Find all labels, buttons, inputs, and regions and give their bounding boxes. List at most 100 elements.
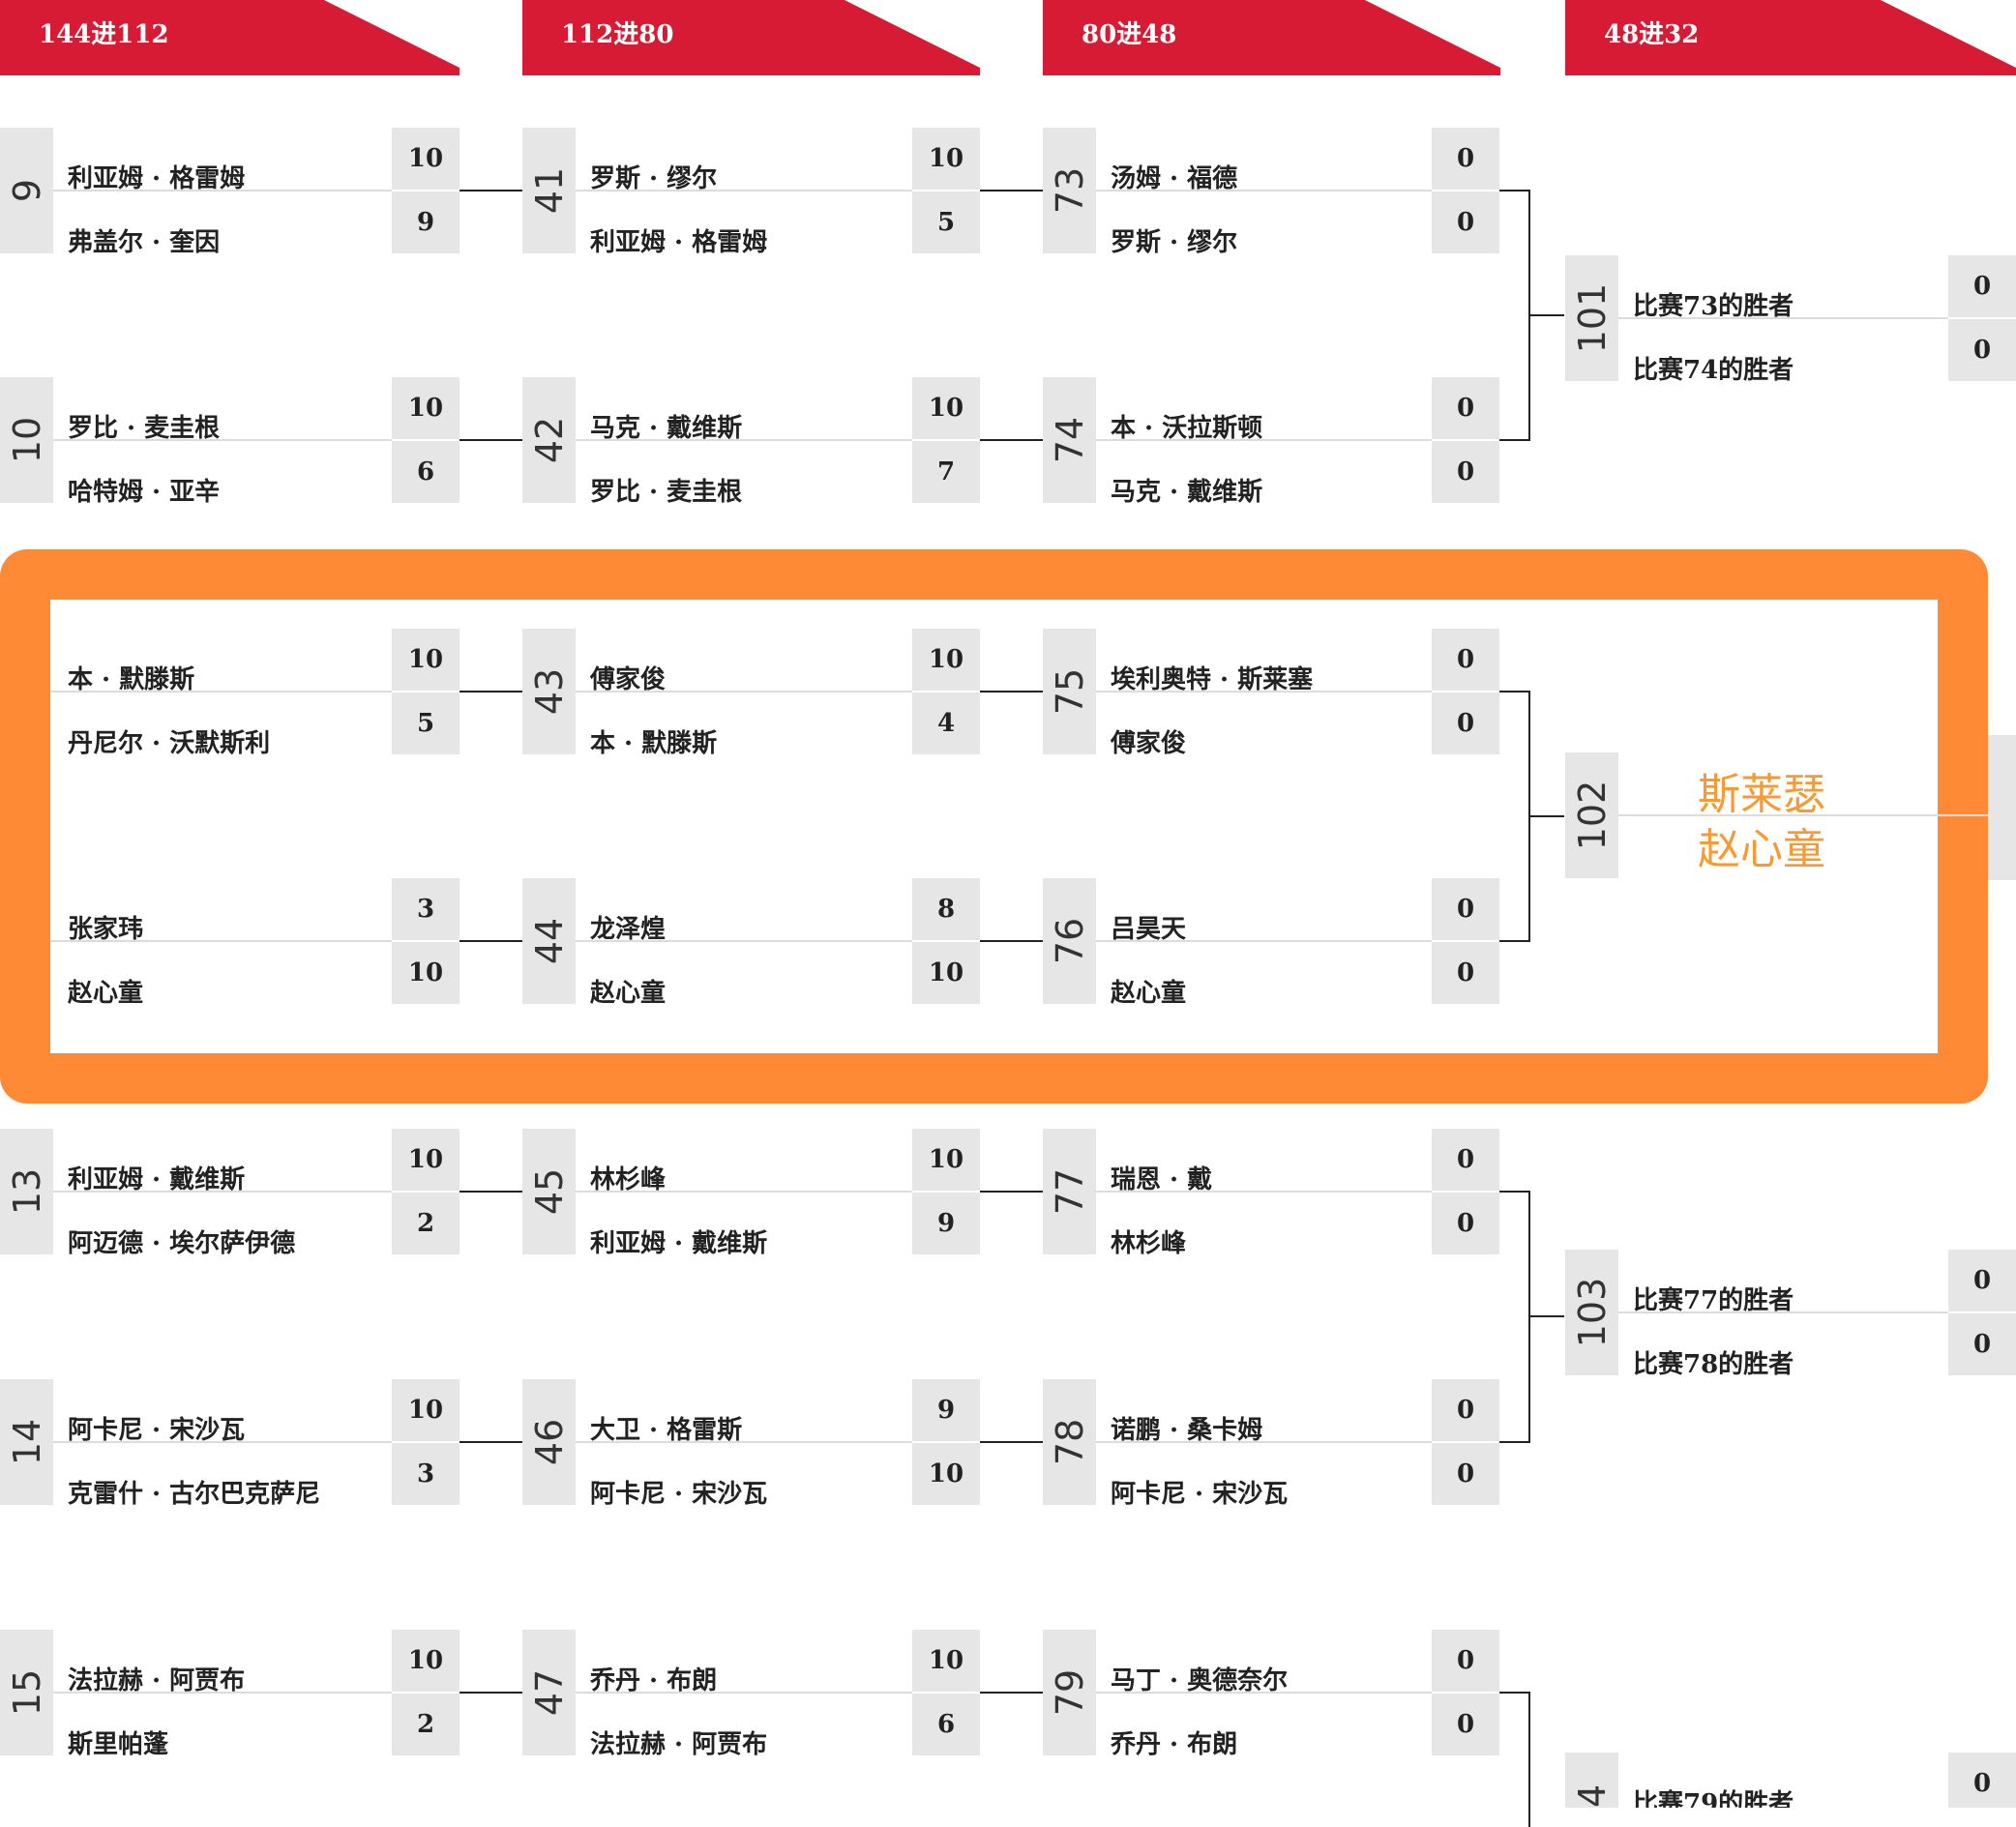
match-45[interactable]: 45 林杉峰 利亚姆 · 戴维斯 10 9 [522, 1129, 980, 1258]
connector-line [460, 1191, 522, 1193]
round-header-2: 112进80 [522, 0, 980, 75]
score-box-edge [1988, 735, 2016, 880]
player-name: 丹尼尔 · 沃默斯利 [68, 729, 271, 758]
predicted-winner-1: 斯莱瑟 [1698, 770, 1825, 819]
player-name: 哈特姆 · 亚辛 [68, 478, 221, 507]
round-label: 48进32 [1604, 20, 1700, 49]
connector-line [460, 1692, 522, 1694]
highlight-frame [0, 549, 1988, 1104]
player-name: 林杉峰 [1111, 1229, 1187, 1258]
player-name: 吕昊天 [1111, 915, 1187, 944]
score: 10 [912, 377, 980, 439]
round-label: 80进48 [1082, 20, 1177, 49]
match-number: 78 [1043, 1379, 1096, 1505]
match-44[interactable]: 44 龙泽煌 赵心童 8 10 [522, 878, 980, 1008]
score: 9 [912, 1193, 980, 1254]
match-76[interactable]: 76 吕昊天 赵心童 0 0 [1043, 878, 1499, 1008]
match-14[interactable]: 14 阿卡尼 · 宋沙瓦 克雷什 · 古尔巴克萨尼 10 3 [0, 1379, 460, 1509]
score: 5 [912, 192, 980, 253]
connector-line [1530, 1315, 1564, 1317]
match-78[interactable]: 78 诺鹏 · 桑卡姆 阿卡尼 · 宋沙瓦 0 0 [1043, 1379, 1499, 1509]
player-name: 利亚姆 · 戴维斯 [590, 1229, 768, 1258]
match-41[interactable]: 41 罗斯 · 缪尔 利亚姆 · 格雷姆 10 5 [522, 128, 980, 257]
connector-line [980, 1692, 1043, 1694]
match-number: 13 [0, 1129, 53, 1254]
match-number: 75 [1043, 629, 1096, 754]
round-label: 144进112 [39, 20, 169, 49]
score: 6 [912, 1694, 980, 1755]
player-name: 阿卡尼 · 宋沙瓦 [1111, 1480, 1289, 1509]
match-number: 41 [522, 128, 576, 253]
score: 7 [912, 441, 980, 503]
match-47[interactable]: 47 乔丹 · 布朗 法拉赫 · 阿贾布 10 6 [522, 1630, 980, 1759]
connector-line [980, 1191, 1043, 1193]
round-header-1: 144进112 [0, 0, 460, 75]
player-name: 诺鹏 · 桑卡姆 [1111, 1416, 1263, 1445]
score: 0 [1432, 1443, 1499, 1505]
match-number: 46 [522, 1379, 576, 1505]
score: 0 [1432, 629, 1499, 691]
connector-line [980, 190, 1043, 192]
score: 10 [912, 629, 980, 691]
player-name: 法拉赫 · 阿贾布 [590, 1730, 768, 1759]
match-79[interactable]: 79 马丁 · 奥德奈尔 乔丹 · 布朗 0 0 [1043, 1630, 1499, 1759]
connector-line [460, 190, 522, 192]
match-13[interactable]: 13 利亚姆 · 戴维斯 阿迈德 · 埃尔萨伊德 10 2 [0, 1129, 460, 1258]
match-74[interactable]: 74 本 · 沃拉斯顿 马克 · 戴维斯 0 0 [1043, 377, 1499, 507]
score: 10 [912, 942, 980, 1004]
match-104[interactable]: 04 比赛79的胜者 0 [1565, 1753, 2016, 1808]
match-number: 76 [1043, 878, 1096, 1004]
match-46[interactable]: 46 大卫 · 格雷斯 阿卡尼 · 宋沙瓦 9 10 [522, 1379, 980, 1509]
match-73[interactable]: 73 汤姆 · 福德 罗斯 · 缪尔 0 0 [1043, 128, 1499, 257]
player-name: 罗比 · 麦圭根 [590, 478, 743, 507]
match-101[interactable]: 101 比赛73的胜者 比赛74的胜者 0 0 [1565, 255, 2016, 385]
score: 10 [392, 128, 460, 190]
connector-line [980, 940, 1043, 942]
round-header-4: 48进32 [1565, 0, 2016, 75]
connector-line [460, 439, 522, 441]
score: 2 [392, 1193, 460, 1254]
match-75[interactable]: 75 埃利奥特 · 斯莱塞 傅家俊 0 0 [1043, 629, 1499, 758]
match-12[interactable]: 张家玮 赵心童 3 10 [0, 878, 460, 1008]
player-name: 林杉峰 [590, 1165, 667, 1194]
match-number: 102 [1565, 752, 1618, 878]
player-name: 乔丹 · 布朗 [1111, 1730, 1238, 1759]
player-name: 本 · 沃拉斯顿 [1111, 414, 1263, 443]
player-name: 弗盖尔 · 奎因 [68, 228, 221, 257]
match-42[interactable]: 42 马克 · 戴维斯 罗比 · 麦圭根 10 7 [522, 377, 980, 507]
score: 10 [912, 128, 980, 190]
match-11[interactable]: 本 · 默滕斯 丹尼尔 · 沃默斯利 10 5 [0, 629, 460, 758]
connector-line [980, 1441, 1043, 1443]
match-number: 9 [0, 128, 53, 253]
match-10[interactable]: 10 罗比 · 麦圭根 哈特姆 · 亚辛 10 6 [0, 377, 460, 507]
match-9[interactable]: 9 利亚姆 · 格雷姆 弗盖尔 · 奎因 10 9 [0, 128, 460, 257]
match-15[interactable]: 15 法拉赫 · 阿贾布 斯里帕蓬 10 2 [0, 1630, 460, 1759]
score: 0 [1432, 878, 1499, 940]
bracket-connector [1499, 691, 1530, 942]
player-name: 埃利奥特 · 斯莱塞 [1111, 665, 1314, 694]
player-name: 傅家俊 [590, 665, 667, 694]
score: 6 [392, 441, 460, 503]
score: 0 [1432, 1379, 1499, 1441]
score: 5 [392, 692, 460, 754]
match-number: 04 [1565, 1753, 1618, 1808]
match-103[interactable]: 103 比赛77的胜者 比赛78的胜者 0 0 [1565, 1250, 2016, 1379]
match-number: 103 [1565, 1250, 1618, 1375]
player-name: 瑞恩 · 戴 [1111, 1165, 1213, 1194]
match-number: 43 [522, 629, 576, 754]
match-77[interactable]: 77 瑞恩 · 戴 林杉峰 0 0 [1043, 1129, 1499, 1258]
player-name: 乔丹 · 布朗 [590, 1666, 718, 1695]
player-name: 本 · 默滕斯 [68, 665, 195, 694]
score: 0 [1432, 1694, 1499, 1755]
bracket-connector [1499, 190, 1530, 441]
bracket-connector [1499, 1191, 1530, 1443]
placeholder-name: 比赛79的胜者 [1633, 1789, 1794, 1808]
score: 4 [912, 692, 980, 754]
player-name: 法拉赫 · 阿贾布 [68, 1666, 246, 1695]
score: 0 [1948, 1250, 2016, 1311]
match-43[interactable]: 43 傅家俊 本 · 默滕斯 10 4 [522, 629, 980, 758]
player-name: 克雷什 · 古尔巴克萨尼 [68, 1480, 321, 1509]
match-102[interactable]: 102 [1565, 752, 1988, 878]
score: 10 [912, 1630, 980, 1692]
player-name: 阿迈德 · 埃尔萨伊德 [68, 1229, 296, 1258]
